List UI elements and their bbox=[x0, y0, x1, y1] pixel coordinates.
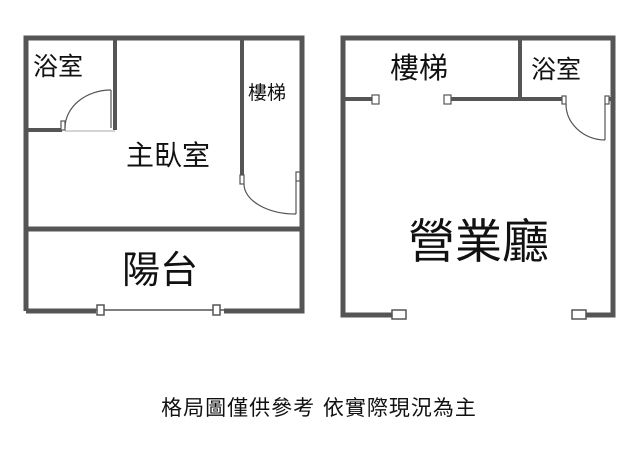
right-bathroom-door-jamb-left bbox=[561, 95, 567, 105]
business-hall-label: 營業廳 bbox=[408, 215, 549, 270]
bathroom-door-swing bbox=[64, 89, 112, 129]
left-stairs-label: 樓梯 bbox=[248, 82, 286, 104]
stairs-opening-jamb-right bbox=[443, 94, 452, 105]
right-bathroom-door-swing bbox=[565, 103, 606, 141]
stairs-door-swing bbox=[243, 183, 297, 215]
right-unit bbox=[340, 35, 616, 320]
left-unit bbox=[23, 35, 305, 316]
stairs-door-jamb-top bbox=[239, 174, 245, 185]
stairs-door-jamb-bottom bbox=[295, 171, 301, 182]
disclaimer-caption: 格局圖僅供參考 依實際現況為主 bbox=[161, 396, 477, 420]
window-jamb-left bbox=[96, 304, 105, 316]
balcony-label: 陽台 bbox=[122, 248, 198, 292]
window-jamb-right bbox=[212, 304, 221, 316]
master-bedroom-label: 主臥室 bbox=[126, 139, 210, 172]
right-outer-wall bbox=[340, 35, 616, 318]
bathroom-door-jamb bbox=[60, 120, 66, 131]
right-bathroom-door-jamb-right bbox=[604, 95, 610, 105]
right-bathroom-label: 浴室 bbox=[531, 55, 581, 84]
right-stairs-label: 樓梯 bbox=[390, 51, 448, 85]
right-door-jamb-left bbox=[391, 309, 407, 320]
stairs-opening-jamb-left bbox=[371, 94, 380, 105]
left-bathroom-label: 浴室 bbox=[33, 52, 83, 81]
right-door-jamb-right bbox=[571, 309, 587, 320]
